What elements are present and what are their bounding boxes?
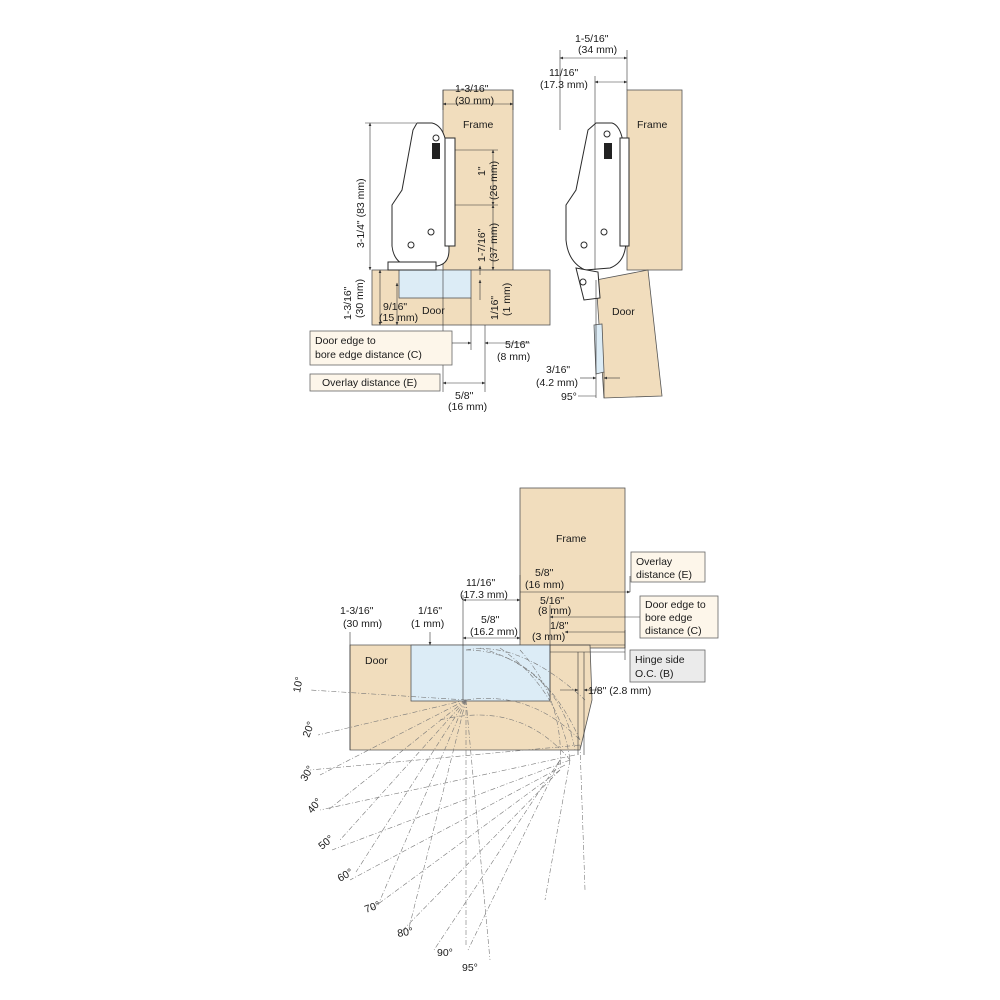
dim-5-8-b-mm: (16 mm) <box>525 579 564 591</box>
hinge-knuckle <box>575 267 601 301</box>
dim-5-8-b: 5/8" <box>535 567 554 579</box>
screw-icon <box>427 228 435 236</box>
dim-door-thickness-mm: (30 mm) <box>343 618 382 630</box>
dim-5-8-a-mm: (16.2 mm) <box>470 626 518 638</box>
screw-icon <box>603 130 611 138</box>
screw-icon <box>579 278 587 286</box>
mounting-plate <box>619 137 630 247</box>
dim-9-16: 9/16" <box>383 301 407 313</box>
dim-5-8: 5/8" <box>455 390 474 402</box>
angle-70: 70° <box>363 899 382 916</box>
label-e: Overlay distance (E) <box>322 377 417 389</box>
label-c-line1: Door edge to <box>645 599 706 611</box>
dim-frame-width-mm: (30 mm) <box>455 95 494 107</box>
dim-1-5-16-mm: (34 mm) <box>578 44 617 56</box>
screw-icon <box>600 228 608 236</box>
dim-3-16: 3/16" <box>546 364 570 376</box>
dim-frame-width: 1-3/16" <box>455 83 489 95</box>
label-box-c <box>309 330 453 366</box>
screw-icon <box>407 241 415 249</box>
angle-95: 95° <box>561 391 577 403</box>
frame-block <box>626 89 683 271</box>
label-c-line2: bore edge distance (C) <box>315 349 422 361</box>
dim-1-7-16: 1-7/16" <box>476 228 488 262</box>
frame-label: Frame <box>556 533 586 545</box>
cup-bore <box>398 269 472 299</box>
angle-60: 60° <box>336 866 356 884</box>
dim-1-16-mm: (1 mm) <box>411 618 444 630</box>
label-b-line2: O.C. (B) <box>635 668 674 680</box>
dim-door-thickness: 1-3/16" <box>342 286 354 320</box>
door-swing-plan-view: Frame Door <box>291 487 719 974</box>
dim-5-16-mm: (8 mm) <box>538 605 571 617</box>
label-c-line2: bore edge <box>645 612 692 624</box>
cup-bore <box>593 323 605 375</box>
label-box-c <box>639 595 719 639</box>
dim-hinge-height: 3-1/4" (83 mm) <box>355 178 367 248</box>
angle-90: 90° <box>437 947 453 959</box>
dim-11-16: 11/16" <box>549 67 578 79</box>
label-c-line1: Door edge to <box>315 335 376 347</box>
dim-11-16-mm: (17.3 mm) <box>540 79 588 91</box>
dim-1-8-b: 1/8" (2.8 mm) <box>588 685 651 697</box>
angle-20: 20° <box>301 720 318 739</box>
dim-5-16-mm: (8 mm) <box>497 351 530 363</box>
angle-10: 10° <box>291 676 306 694</box>
closed-hinge-side-view: Frame Door 1-3/16" (30 mm) 3-1/4" (83 mm… <box>309 83 551 413</box>
screw-icon <box>580 241 588 249</box>
dim-door-thickness-mm: (30 mm) <box>354 279 366 318</box>
angle-40: 40° <box>305 796 324 816</box>
label-e-line1: Overlay <box>636 556 673 568</box>
cup-bore <box>410 644 551 702</box>
dim-5-16: 5/16" <box>540 595 564 607</box>
dim-door-thickness: 1-3/16" <box>340 605 374 617</box>
dim-5-8-mm: (16 mm) <box>448 401 487 413</box>
dim-5-16: 5/16" <box>505 339 529 351</box>
dim-5-8-a: 5/8" <box>481 614 500 626</box>
cup-flange <box>387 261 437 271</box>
dim-1-16: 1/16" <box>489 296 501 320</box>
frame-label: Frame <box>463 119 493 131</box>
door-label: Door <box>612 306 635 318</box>
label-box-e <box>309 373 441 392</box>
swing-arcs <box>439 647 586 771</box>
frame-block <box>519 487 626 649</box>
angle-80: 80° <box>396 925 414 940</box>
door-block <box>595 269 663 399</box>
open-hinge-side-view: Frame Door 1-5/16" (34 mm) 11/16" (17.3 … <box>536 33 683 403</box>
door-label: Door <box>365 655 388 667</box>
label-e-line2: distance (E) <box>636 569 692 581</box>
dim-1-16-mm: (1 mm) <box>501 283 513 316</box>
dim-1in: 1" <box>476 166 488 176</box>
frame-label: Frame <box>637 119 667 131</box>
brand-logo-mark <box>604 143 612 159</box>
angle-95: 95° <box>462 962 478 974</box>
dim-1in-mm: (26 mm) <box>488 161 500 200</box>
hinge-arm <box>565 122 627 271</box>
label-box-e <box>630 551 706 583</box>
dim-11-16: 11/16" <box>466 577 495 589</box>
mounting-plate <box>444 137 456 247</box>
label-b-line1: Hinge side <box>635 654 685 666</box>
dim-1-8-mm: (3 mm) <box>532 631 565 643</box>
brand-logo-mark <box>432 143 440 159</box>
screw-icon <box>432 134 440 142</box>
dim-1-8: 1/8" <box>550 620 569 632</box>
dim-1-7-16-mm: (37 mm) <box>488 223 500 262</box>
door-label: Door <box>422 305 445 317</box>
dim-11-16-mm: (17.3 mm) <box>460 589 508 601</box>
dim-3-16-mm: (4.2 mm) <box>536 377 578 389</box>
dim-9-16-mm: (15 mm) <box>379 312 418 324</box>
dim-1-5-16: 1-5/16" <box>575 33 609 45</box>
door-swing-rays <box>309 689 586 961</box>
dim-1-16: 1/16" <box>418 605 442 617</box>
label-box-b <box>629 649 706 683</box>
angle-30: 30° <box>298 764 316 784</box>
hinge-arm <box>391 122 450 267</box>
label-c-line3: distance (C) <box>645 625 702 637</box>
